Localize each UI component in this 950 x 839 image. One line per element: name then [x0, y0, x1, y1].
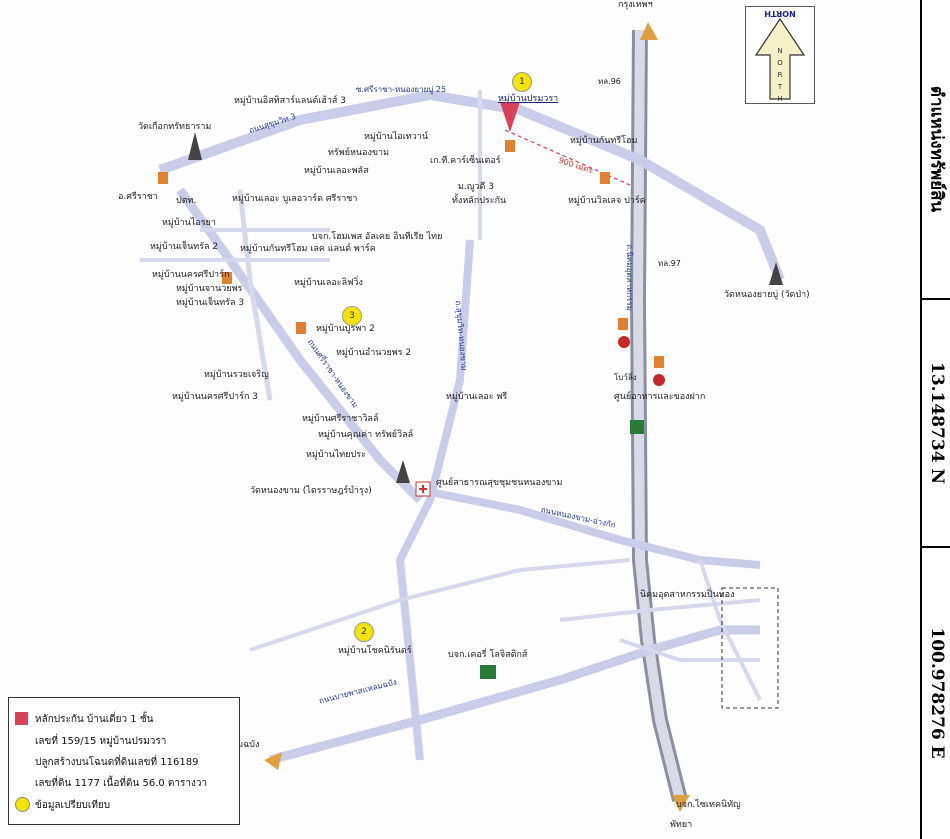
- map-canvas: NORTH N O R T H 1 2 3 กรุงเทพฯ พัทยา อ.ศ…: [8, 0, 815, 830]
- label-m25: โบว์ลิ่ง: [614, 373, 637, 382]
- temple-icon: [396, 460, 410, 483]
- label-food-center: ศูนย์อาหารและของฝาก: [614, 392, 706, 402]
- arrow-icon: [640, 22, 658, 40]
- arrow-icon: [264, 752, 282, 770]
- comparable-pin-3: 3: [342, 306, 362, 326]
- legend-subject-swatch: [15, 712, 28, 725]
- label-subject-sign: ทั้งหลักประกัน: [452, 196, 507, 206]
- label-m14: หมู่บ้านศรีราชาวิลล์: [302, 414, 379, 424]
- north-arrow-icon: [754, 17, 806, 100]
- label-wat-nong-kham: วัดหนองขาม (ไตรราษฎร์บำรุง): [250, 486, 372, 496]
- label-wat-nong-yai-bu: วัดหนองยายบู่ (วัดป่า): [724, 290, 810, 300]
- label-route-96: ทล.96: [598, 77, 621, 86]
- label-road-v1: ถ.นิคมอุตสาหกรรม: [624, 244, 634, 311]
- label-m4: หมู่บ้านไอรยา: [162, 218, 216, 228]
- label-m24: หมู่บ้านกันทรีโฮม เลค แลนด์ พาร์ค: [240, 244, 376, 254]
- label-m11: หมู่บ้านอำนวยพร 2: [336, 348, 412, 358]
- north-arrow: NORTH N O R T H: [745, 6, 815, 104]
- store-icon: [600, 172, 610, 184]
- highway-sign-icon: [480, 665, 496, 679]
- store-icon: [296, 322, 306, 334]
- legend-line-4: เลขที่ดิน 1177 เนื้อที่ดิน 56.0 ตารางวา: [35, 778, 208, 789]
- label-co-saifa: บจก.ไซเทคนิทัญ: [676, 800, 741, 810]
- label-industrial-estate: นิคมอุตสาหกรรมปิ่นทอง: [640, 590, 735, 600]
- label-m18: หมู่บ้านโชคนิรันดร์: [338, 646, 412, 656]
- label-m13: หมู่บ้านนครศรีปาร์ก 3: [172, 392, 258, 402]
- label-road-soi25: ซ.ศรีราชา-หนองยายบู่ 25: [356, 85, 447, 94]
- label-m12: หมู่บ้านรวยเจริญ: [204, 370, 269, 380]
- label-bangkok: กรุงเทพฯ: [618, 0, 653, 10]
- legend-line-5: ข้อมูลเปรียบเทียบ: [35, 800, 111, 811]
- label-wat-keok: วัดเกือกทรัทธาราม: [138, 122, 212, 132]
- sidebar-longitude: 100.978276 E: [927, 626, 947, 759]
- label-m16: หมู่บ้านไทยประ: [306, 450, 366, 460]
- legend-line-1: หลักประกัน บ้านเดี่ยว 1 ชั้น: [35, 714, 154, 725]
- sidebar-lat-cell: 13.148734 N: [922, 300, 950, 548]
- store-icon: [222, 272, 232, 284]
- comparable-pin-1: 1: [512, 72, 532, 92]
- map-legend: หลักประกัน บ้านเดี่ยว 1 ชั้น เลขที่ 159/…: [8, 697, 240, 825]
- gas-station-icon: [618, 336, 630, 348]
- sidebar-lon-cell: 100.978276 E: [922, 548, 950, 837]
- label-co-central: บจก.โฮมเพส อัลเคย อินทีเรีย ไทย: [312, 232, 443, 242]
- subject-marker: [500, 102, 520, 132]
- coordinate-sidebar: ตำแหน่งทรัพย์สิน 13.148734 N 100.978276 …: [920, 0, 950, 839]
- temple-icon: [188, 132, 202, 160]
- road-middle: [395, 239, 474, 761]
- gas-station-icon: [653, 374, 665, 386]
- label-co-kerry: บจก.เคอรี่ โลจิสติกส์: [448, 650, 528, 660]
- legend-line-3: ปลูกสร้างบนโฉนดที่ดินเลขที่ 116189: [35, 757, 199, 768]
- store-icon: [505, 140, 515, 152]
- north-letters: N O R T H: [777, 47, 783, 103]
- label-ptt: ปตท.: [176, 196, 197, 206]
- label-m5: หมู่บ้านเจ็นทรัล 2: [150, 242, 219, 252]
- sidebar-title-cell: ตำแหน่งทรัพย์สิน: [922, 0, 950, 300]
- legend-comparable-swatch: [15, 797, 30, 812]
- industrial-estate-box: [721, 587, 779, 709]
- road-sriracha: [158, 89, 785, 282]
- store-icon: [618, 318, 628, 330]
- arrow-icon: [672, 795, 690, 812]
- label-m19-subject: หมู่บ้านปรมวรา: [498, 94, 559, 104]
- road-nongkham-west: [176, 187, 424, 504]
- store-icon: [158, 172, 168, 184]
- label-health-center: ศูนย์สาธารณสุขชุมชนหนองขาม: [436, 478, 563, 488]
- label-m10: หมู่บ้านบูรพา 2: [316, 324, 375, 334]
- label-m7: หมู่บ้านจานวยพร: [176, 284, 243, 294]
- label-m22: หมู่บ้านกันทรีโฮม: [570, 136, 638, 146]
- label-m6: หมู่บ้านนครศรีปาร์ก: [152, 270, 230, 280]
- label-m17: หมู่บ้านเลอะ พรี: [446, 392, 508, 402]
- label-m1: หมู่บ้านอิสทิสาร์แลนด์เฮ้าส์ 3: [234, 96, 347, 106]
- label-m3: หมู่บ้านเลอะ บูเลอวาร์ด ศรีราชา: [232, 194, 358, 204]
- sidebar-latitude: 13.148734 N: [927, 361, 947, 485]
- comparable-pin-2: 2: [354, 622, 374, 642]
- label-m15: หมู่บ้านคุณค่า ทรัพย์วิลล์: [318, 430, 414, 440]
- label-m2: หมู่บ้านเลอะพลัส: [304, 166, 369, 176]
- label-route-97: ทล.97: [658, 259, 681, 268]
- label-m21: ทรัพย์หนองขาม: [328, 148, 389, 158]
- store-icon: [654, 356, 664, 368]
- label-m9: หมู่บ้านเลอะลิฟวิ่ง: [294, 278, 363, 288]
- highway-sign-icon: [630, 420, 644, 434]
- temple-icon: [769, 262, 783, 285]
- label-car-center: เก.ที.คาร์เซ็นเตอร์: [430, 156, 501, 166]
- road-nongkham: [419, 486, 761, 569]
- label-pattaya: พัทยา: [670, 820, 693, 830]
- label-m23: หมู่บ้านวิลเลจ ปาร์ค: [568, 196, 646, 206]
- sidebar-title: ตำแหน่งทรัพย์สิน: [926, 85, 947, 213]
- label-sriracha-district: อ.ศรีราชา: [118, 192, 158, 202]
- legend-line-2: เลขที่ 159/15 หมู่บ้านปรมวรา: [35, 736, 167, 747]
- road-network: [140, 22, 785, 812]
- label-m8: หมู่บ้านเจ็นทรัล 3: [176, 298, 245, 308]
- label-m20: หมู่บ้านไอเทวาน์: [364, 132, 428, 142]
- label-m-sukhawadee: ม.ญูวดี 3: [458, 182, 494, 192]
